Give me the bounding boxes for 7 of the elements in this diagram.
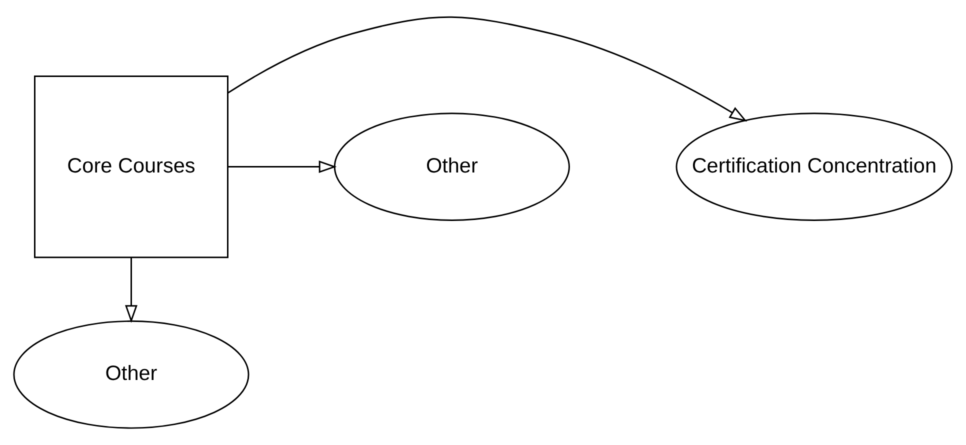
node-box: Core Courses	[34, 75, 228, 258]
arrow	[227, 16, 748, 122]
arrow	[228, 160, 337, 174]
node-ellipse: Other	[13, 320, 250, 429]
node-ellipse: Certification Concentration	[676, 112, 953, 221]
node-ellipse: Other	[334, 112, 570, 221]
arrow	[125, 258, 138, 323]
